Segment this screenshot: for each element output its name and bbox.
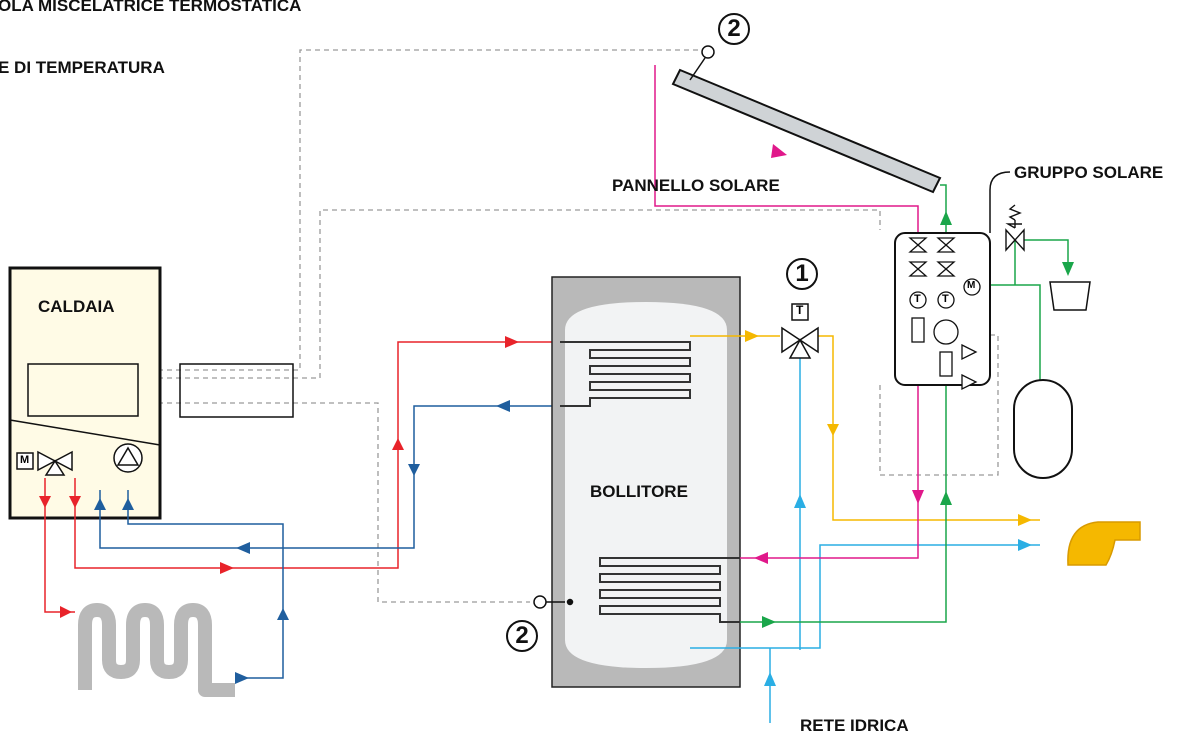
signal-lines [140,49,999,603]
bollitore-tank [551,276,741,688]
boiler-valve-icon [16,450,73,476]
gruppo-solare-label: GRUPPO SOLARE [1014,163,1164,182]
solar-panel-icon [671,45,942,194]
bottom-coil [599,557,740,623]
number-2-bottom: 2 [506,620,538,652]
blue-flow-lines [99,405,560,679]
tank-sensor-icon [533,595,574,609]
faucet-icon [1067,521,1141,566]
control-box [179,363,294,418]
expansion-vessel-icon [1013,379,1073,479]
radiator-icon [78,603,235,697]
top-coil [560,341,691,407]
bucket-icon [1049,281,1091,311]
caldaia-label: CALDAIA [38,297,115,316]
cold-flow-lines [690,350,1040,723]
pannello-solare-label: PANNELLO SOLARE [612,176,780,195]
gruppo-internals [908,237,981,391]
solar-supply-lines [654,65,919,559]
number-1: 1 [786,258,818,290]
mixing-sensor-t-label: T [796,303,804,317]
gruppo-t2-label: T [942,293,949,305]
gruppo-m-label: M [967,280,976,291]
title-partial-2: E DI TEMPERATURA [0,58,165,77]
safety-valve-icon [1005,204,1025,252]
boiler-pump-icon [113,443,143,473]
rete-idrica-label: RETE IDRICA [800,716,909,735]
boiler-m-label: M [20,454,30,466]
title-partial-1: OLA MISCELATRICE TERMOSTATICA [0,0,302,15]
mixing-valve-icon [781,303,819,359]
bollitore-label: BOLLITORE [590,482,688,501]
gruppo-t1-label: T [914,293,921,305]
caldaia-boiler [8,266,162,520]
number-2-top: 2 [718,13,750,45]
